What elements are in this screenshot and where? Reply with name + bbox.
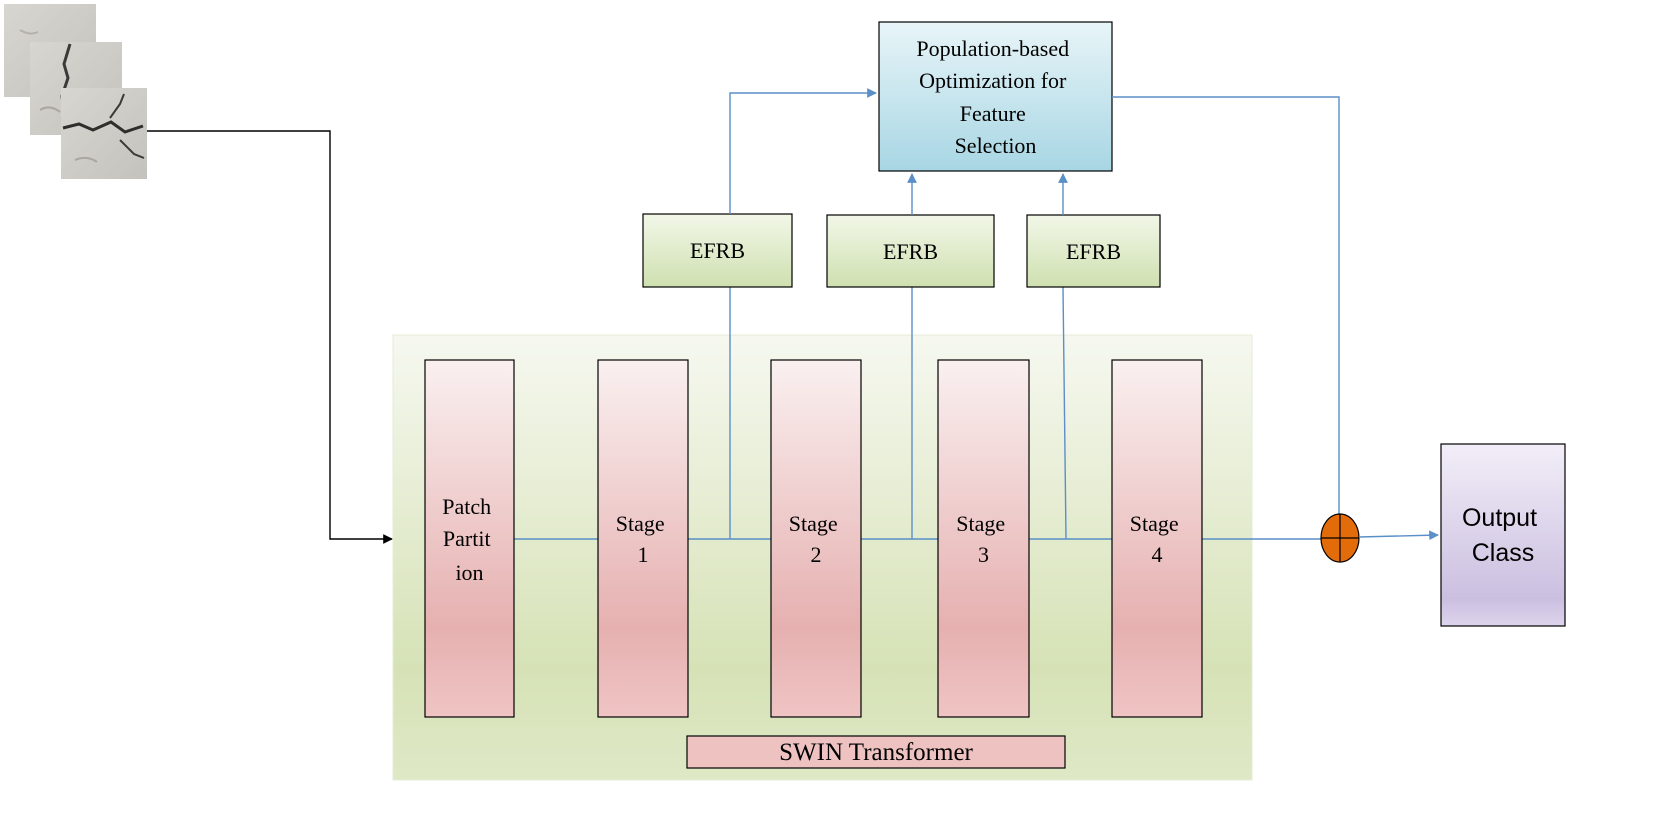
block-label-line: 1 (638, 542, 649, 567)
svg-text:Patch Partit ion: Patch Partit ion (442, 494, 496, 585)
efrb1-to-optimization-arrow (729, 88, 877, 214)
svg-text:Stage 1: Stage 1 (616, 511, 670, 567)
sum-node (1320, 513, 1360, 563)
block-label-line: 3 (978, 542, 989, 567)
efrb-block-1: EFRB (642, 213, 793, 288)
stage-block-4: Stage 4 (1111, 359, 1203, 718)
optimization-label-line: Selection (955, 133, 1037, 158)
block-label-line: Stage (616, 511, 665, 536)
efrb-label: EFRB (690, 238, 745, 263)
input-arrow (147, 130, 393, 544)
block-label-line: ion (455, 560, 483, 585)
efrb-block-2: EFRB (826, 214, 995, 288)
svg-text:Stage 2: Stage 2 (789, 511, 843, 567)
block-label-line: Stage (956, 511, 1005, 536)
efrb-block-3: EFRB (1026, 214, 1161, 288)
stage-block-patch-partition: Patch Partit ion (424, 359, 515, 718)
stage-block-1: Stage 1 (597, 359, 689, 718)
input-images (4, 4, 147, 179)
block-label-line: Patch (442, 494, 491, 519)
output-label-line: Class (1472, 539, 1535, 567)
output-class-box: Output Class (1440, 443, 1566, 627)
stage3-to-efrb3-line (1062, 286, 1067, 540)
optimization-label-line: Optimization for (919, 68, 1067, 93)
block-label-line: 4 (1152, 542, 1163, 567)
optimization-label-line: Population-based (916, 36, 1069, 61)
optimization-label-line: Feature (960, 101, 1026, 126)
sum-to-output-arrow (1358, 530, 1439, 541)
svg-text:Output Class: Output Class (1462, 504, 1544, 567)
stage-block-3: Stage 3 (937, 359, 1030, 718)
svg-text:Stage 3: Stage 3 (956, 511, 1010, 567)
efrb-label: EFRB (883, 239, 938, 264)
optimization-box: Population-based Optimization for Featur… (878, 21, 1113, 172)
swin-transformer-label-box: SWIN Transformer (686, 735, 1066, 769)
crack-image-3 (61, 88, 147, 179)
optimization-to-sum-line (1112, 96, 1340, 514)
block-label-line: Stage (1130, 511, 1179, 536)
svg-text:Population-based Optimiz: Population-based Optimization for Featur… (916, 36, 1074, 158)
block-label-line: 2 (811, 542, 822, 567)
block-label-line: Partit (443, 526, 491, 551)
swin-transformer-title: SWIN Transformer (779, 739, 973, 766)
svg-text:Stage 4: Stage 4 (1130, 511, 1184, 567)
efrb-label: EFRB (1066, 239, 1121, 264)
block-label-line: Stage (789, 511, 838, 536)
output-label-line: Output (1462, 504, 1537, 532)
stage-block-2: Stage 2 (770, 359, 862, 718)
